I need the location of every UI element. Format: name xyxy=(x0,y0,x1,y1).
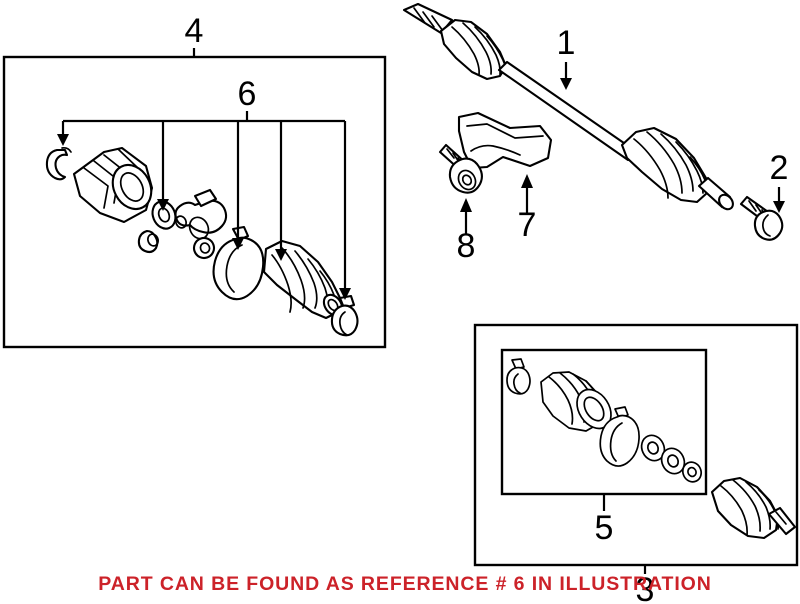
callout-8-leader xyxy=(460,198,472,234)
grease-packet-part xyxy=(193,188,218,208)
shield-mounting-bolt-part xyxy=(438,143,483,194)
tripod-spider-part xyxy=(174,199,228,240)
boot-kit-large-clamp-part xyxy=(599,406,640,467)
boot-kit-ring-a-part xyxy=(640,434,666,462)
callout-6-label: 6 xyxy=(238,75,257,113)
callout-4-label: 4 xyxy=(185,12,204,50)
axle-retaining-bolt-part xyxy=(739,195,784,241)
large-boot-clamp-part xyxy=(212,225,265,301)
callout-1-label: 1 xyxy=(557,24,576,62)
callout-3-label: 3 xyxy=(636,571,655,604)
boot-kit-small-clamp-part xyxy=(506,358,531,395)
callout-7-label: 7 xyxy=(518,206,537,244)
callout-2-leader xyxy=(773,187,785,213)
inner-joint-housing-part xyxy=(72,146,154,224)
small-bushing-part xyxy=(137,229,159,254)
boot-kit-bellows-part xyxy=(540,371,612,432)
callout-1-leader xyxy=(560,62,572,90)
callout-8-label: 8 xyxy=(457,227,476,265)
small-boot-clamp-part xyxy=(330,294,359,337)
small-ring-part xyxy=(192,236,216,260)
inner-cv-boot-part xyxy=(262,239,344,320)
reference-notice-text: PART CAN BE FOUND AS REFERENCE # 6 IN IL… xyxy=(98,573,711,595)
boot-kit-ring-b-part xyxy=(660,447,686,475)
outer-cv-joint-box xyxy=(473,323,799,567)
callout-7-leader xyxy=(521,174,533,213)
outer-cv-joint-assembly-part xyxy=(710,476,797,540)
callout-5-label: 5 xyxy=(595,509,614,547)
snap-ring-part xyxy=(45,146,72,181)
boot-kit-ring-c-part xyxy=(681,461,703,483)
callout-6-leader-network xyxy=(57,111,351,300)
heat-shield-part xyxy=(457,111,553,170)
joint-seal-ring-part xyxy=(151,200,177,230)
axle-shaft-assembly-part xyxy=(402,2,734,211)
callout-2-label: 2 xyxy=(770,149,789,187)
